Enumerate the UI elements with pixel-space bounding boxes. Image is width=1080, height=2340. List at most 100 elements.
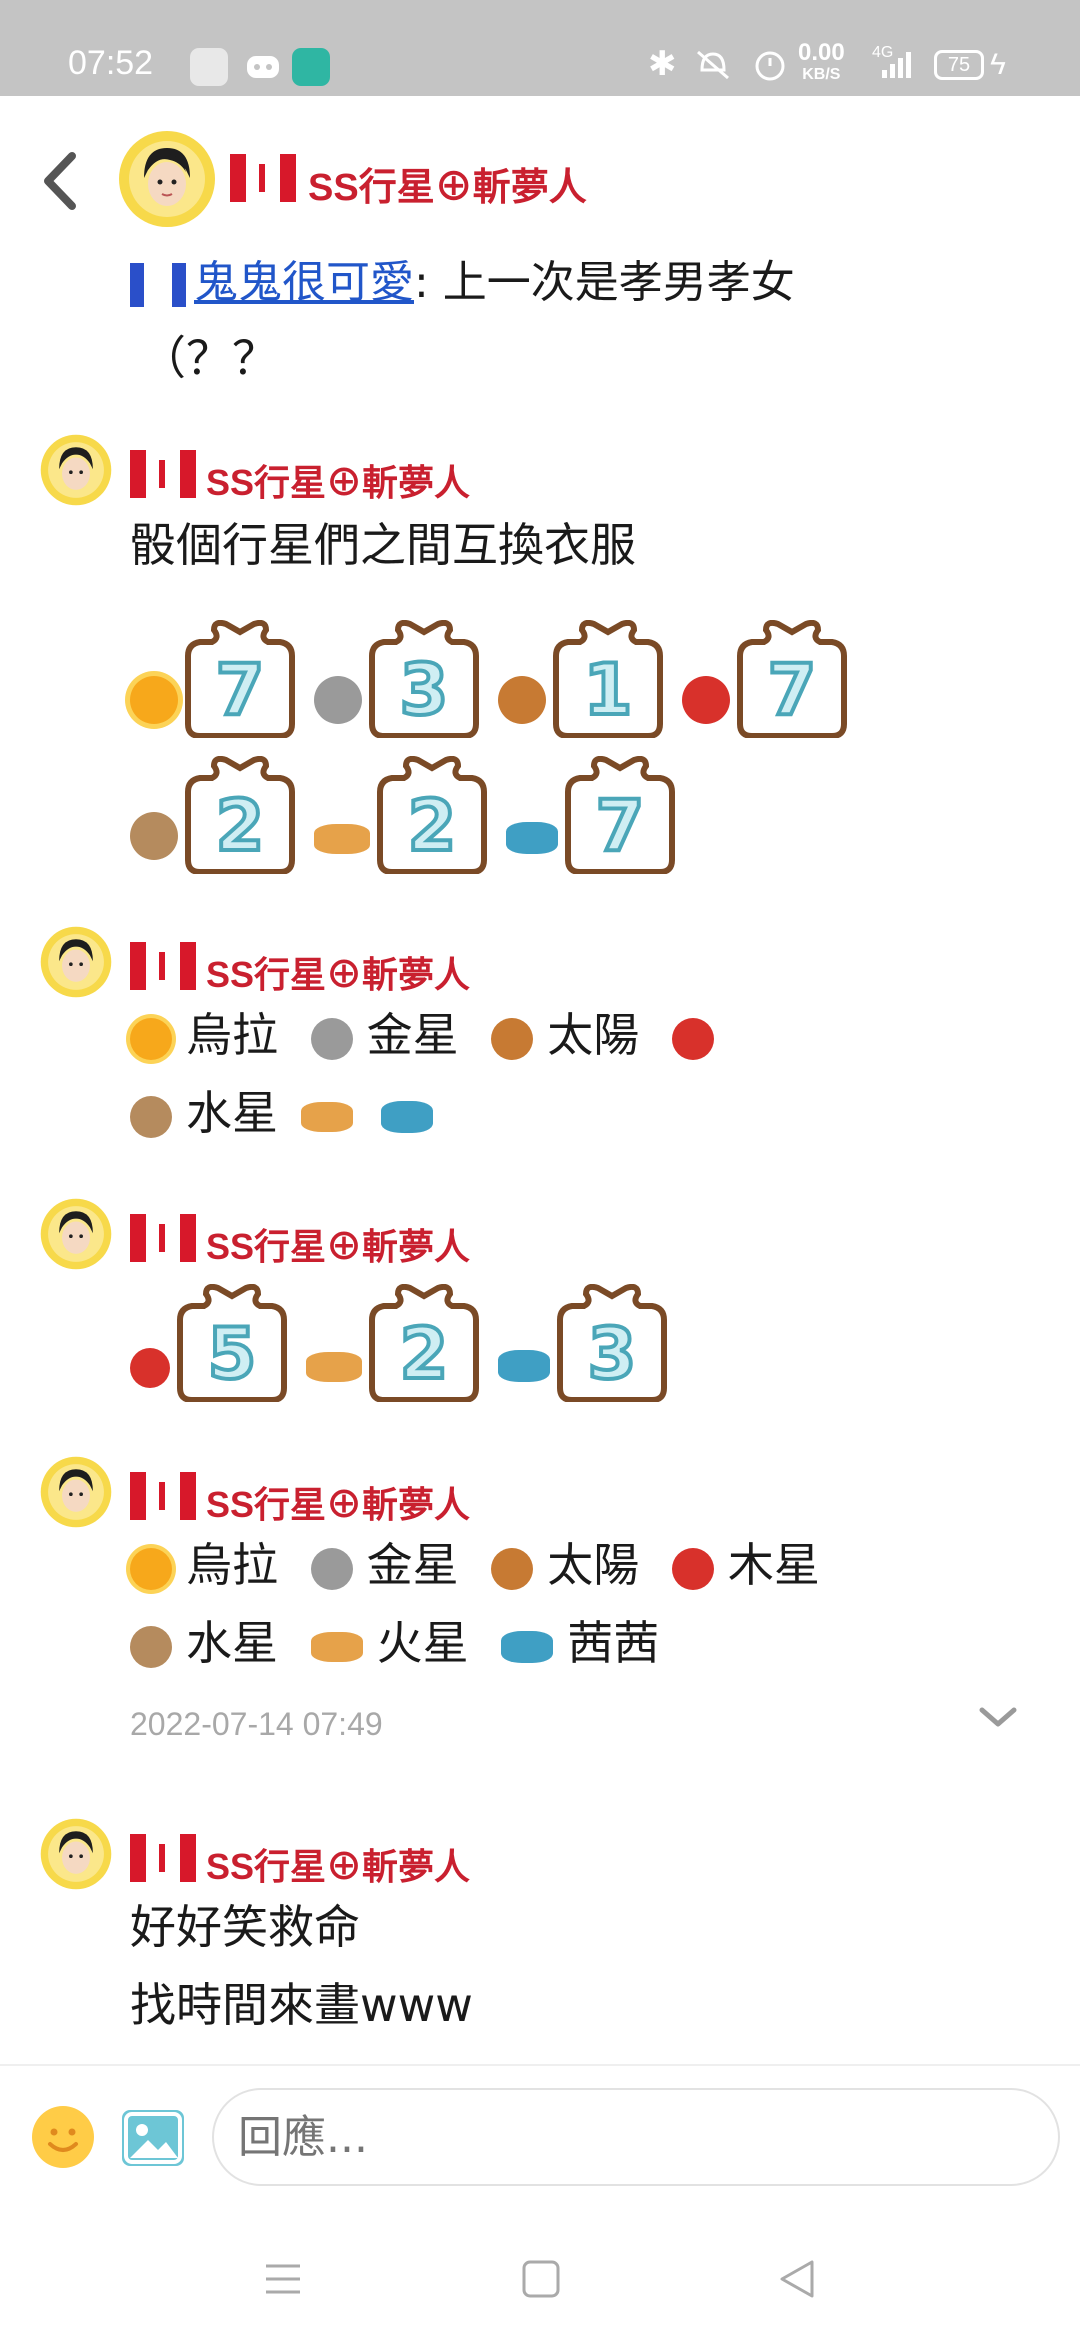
venus-icon [491, 1017, 534, 1060]
planet-name: 水星 [186, 1086, 278, 1140]
plurk-app-icon [292, 48, 330, 86]
planet-name: 金星 [366, 1008, 459, 1062]
dice-tile: 5 [177, 1284, 287, 1402]
dice-value: 7 [596, 785, 645, 867]
mercury-icon [310, 1547, 353, 1590]
reply-bar [0, 2064, 1080, 2218]
planet-name: 木星 [727, 1538, 820, 1592]
neptune-icon [506, 822, 558, 854]
dice-row: 2 2 7 [130, 756, 694, 874]
dice-value: 5 [208, 1313, 257, 1395]
net-speed: 0.00 KB/S [798, 39, 845, 84]
dice-value: 7 [216, 649, 265, 731]
discord-icon [244, 48, 282, 86]
saturn-icon [306, 1352, 362, 1382]
dice-value: 2 [400, 1313, 449, 1395]
planet-name: 太陽 [547, 1538, 640, 1592]
sun-icon [130, 1017, 172, 1060]
avatar[interactable] [40, 1456, 112, 1528]
avatar[interactable] [40, 926, 112, 998]
alarm-icon [752, 44, 788, 84]
planet-name: 烏拉 [186, 1538, 278, 1592]
app-k-icon [190, 48, 228, 86]
bluetooth-icon: ✱ [648, 45, 677, 83]
back-nav-icon[interactable] [774, 2256, 820, 2302]
reply-text: 烏拉 金星 太陽 水星 [130, 996, 728, 1152]
reply-author[interactable]: SS行星⊕斬夢人 [206, 462, 471, 503]
status-time: 07:52 [68, 44, 154, 82]
dice-value: 3 [588, 1313, 637, 1395]
dice-row: 7 3 1 7 [130, 620, 866, 738]
mars-icon [682, 676, 730, 724]
dice-tile: 2 [369, 1284, 479, 1402]
dice-tile: 7 [185, 620, 295, 738]
page-title: SS行星⊕斬夢人 [308, 167, 587, 209]
avatar[interactable] [40, 1818, 112, 1890]
emoji-button[interactable] [32, 2106, 94, 2168]
flag-icon [130, 1834, 196, 1882]
dice-tile: 7 [737, 620, 847, 738]
dice-tile: 2 [377, 756, 487, 874]
thread-header: SS行星⊕斬夢人 [0, 96, 1080, 266]
avatar[interactable] [118, 130, 216, 228]
neptune-icon [501, 1630, 554, 1663]
reply-author[interactable]: SS行星⊕斬夢人 [206, 954, 471, 995]
net-speed-value: 0.00 [798, 39, 845, 66]
signal-icon: 4G [868, 44, 918, 84]
charging-icon: ϟ [990, 48, 1006, 81]
dice-tile: 7 [565, 756, 675, 874]
mercury-icon [310, 1017, 353, 1060]
battery-level: 75 [947, 54, 971, 76]
dice-tile: 2 [185, 756, 295, 874]
sun-icon [130, 676, 178, 724]
venus-icon [498, 676, 546, 724]
saturn-icon [314, 824, 370, 854]
reply-text: 烏拉 金星 太陽 木星 水星 火星 茜茜 [130, 1526, 820, 1682]
planet-name: 太陽 [547, 1008, 640, 1062]
flag-icon [130, 263, 186, 307]
flag-icon [130, 1472, 196, 1520]
status-bar: 07:52 ✱ 0.00 KB/S 4G 75 ϟ [0, 0, 1080, 96]
sun-icon [130, 1547, 172, 1590]
menu-icon[interactable] [260, 2256, 306, 2302]
quoted-text: : 上一次是孝男孝女 [414, 257, 795, 308]
vibrate-icon [690, 44, 736, 84]
dice-tile: 1 [553, 620, 663, 738]
dice-value: 7 [768, 649, 817, 731]
dice-value: 3 [400, 649, 449, 731]
dice-row: 5 2 3 [130, 1284, 686, 1402]
home-icon[interactable] [518, 2256, 564, 2302]
battery-icon: 75 [934, 50, 984, 80]
reply-author[interactable]: SS行星⊕斬夢人 [206, 1226, 471, 1267]
avatar[interactable] [40, 434, 112, 506]
image-button[interactable] [122, 2110, 184, 2166]
flag-icon [130, 942, 196, 990]
mention-link[interactable]: 鬼鬼很可愛 [194, 257, 414, 308]
dice-value: 1 [584, 649, 633, 731]
reply-line: 好好笑救命 [130, 1900, 360, 1954]
flag-icon [130, 1214, 196, 1262]
quoted-reply: 鬼鬼很可愛: 上一次是孝男孝女 [130, 246, 795, 310]
planet-name: 火星 [376, 1616, 469, 1670]
flag-icon [230, 154, 296, 202]
neptune-icon [498, 1350, 550, 1382]
net-speed-unit: KB/S [802, 66, 841, 83]
chevron-down-icon[interactable] [978, 1702, 1018, 1732]
mars-icon [130, 1348, 170, 1388]
back-button[interactable] [36, 146, 86, 216]
reply-text: 骰個行星們之間互換衣服 [130, 518, 636, 572]
reply-author[interactable]: SS行星⊕斬夢人 [206, 1846, 471, 1887]
reply-input[interactable] [212, 2088, 1060, 2186]
jupiter-icon [130, 812, 178, 860]
avatar[interactable] [40, 1198, 112, 1270]
system-nav-bar [0, 2218, 1080, 2340]
planet-name: 茜茜 [567, 1616, 660, 1670]
network-type: 4G [872, 44, 894, 61]
venus-icon [491, 1547, 534, 1590]
flag-icon [130, 450, 196, 498]
mars-icon [671, 1017, 714, 1060]
reply-author[interactable]: SS行星⊕斬夢人 [206, 1484, 471, 1525]
reply-line: 找時間來畫www [130, 1978, 473, 2032]
dice-value: 2 [408, 785, 457, 867]
dice-value: 2 [216, 785, 265, 867]
